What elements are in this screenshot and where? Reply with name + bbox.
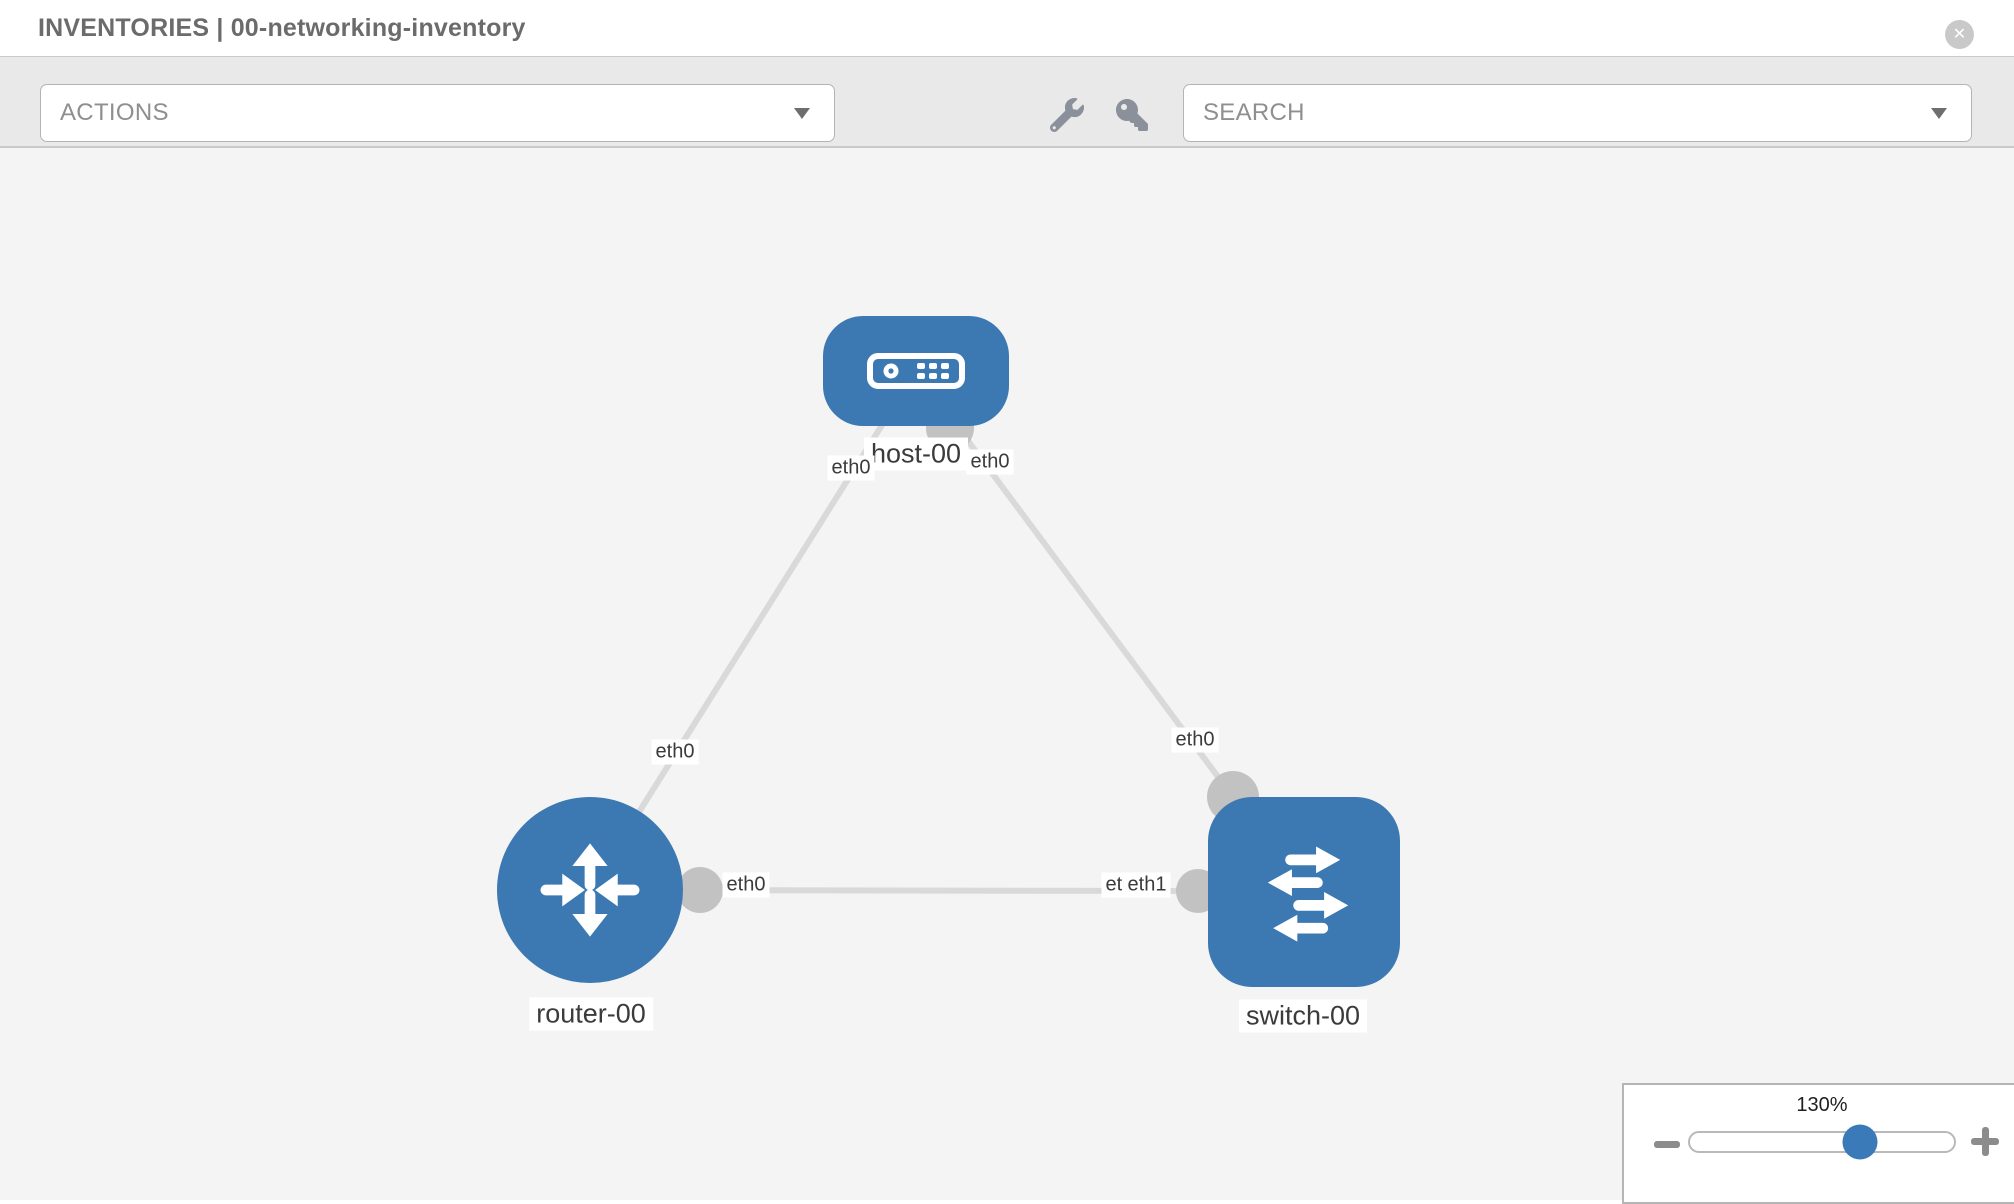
node-switch-00[interactable] xyxy=(1208,797,1400,987)
minus-icon xyxy=(1654,1141,1680,1148)
zoom-slider-knob[interactable] xyxy=(1842,1124,1878,1160)
interface-label: eth0 xyxy=(827,455,875,481)
interface-label: eth0 xyxy=(722,872,770,898)
host-icon xyxy=(867,353,965,389)
plus-icon xyxy=(1981,1127,1989,1156)
wrench-icon xyxy=(1050,98,1084,132)
node-label-router-00: router-00 xyxy=(529,997,653,1031)
interface-label: eth0 xyxy=(1171,727,1219,753)
zoom-panel: 130% xyxy=(1622,1083,2014,1204)
node-label-host-00: host-00 xyxy=(863,437,969,471)
header: INVENTORIES | 00-networking-inventory ✕ xyxy=(0,0,2014,57)
zoom-slider-track[interactable] xyxy=(1688,1124,1956,1160)
switch-icon xyxy=(1267,846,1349,942)
node-label-switch-00: switch-00 xyxy=(1238,999,1368,1033)
actions-dropdown[interactable]: ACTIONS xyxy=(40,84,835,142)
node-router-00[interactable] xyxy=(497,797,683,983)
toolbar: ACTIONS SEARCH xyxy=(0,57,2014,148)
zoom-out-button[interactable] xyxy=(1652,1129,1682,1159)
key-button[interactable] xyxy=(1116,97,1152,133)
close-icon: ✕ xyxy=(1952,25,1967,43)
zoom-in-button[interactable] xyxy=(1969,1125,2001,1157)
interface-label: eth1 xyxy=(1123,872,1171,898)
chevron-down-icon xyxy=(1931,108,1947,119)
page-title: INVENTORIES | 00-networking-inventory xyxy=(38,14,526,42)
chevron-down-icon xyxy=(794,108,810,119)
router-icon xyxy=(540,843,640,937)
interface-label: eth0 xyxy=(651,739,699,765)
search-dropdown[interactable]: SEARCH xyxy=(1183,84,1972,142)
node-host-00[interactable] xyxy=(823,316,1009,426)
wrench-button[interactable] xyxy=(1050,97,1086,133)
key-icon xyxy=(1116,99,1148,131)
close-button[interactable]: ✕ xyxy=(1945,20,1974,49)
search-dropdown-label: SEARCH xyxy=(1203,99,1305,126)
zoom-level: 130% xyxy=(1796,1094,1848,1116)
topology-links-layer xyxy=(587,369,1259,913)
interface-label: eth0 xyxy=(966,449,1014,475)
interface-dot xyxy=(677,867,723,913)
topology-canvas[interactable]: host-00 router-00 switch-00 eth0 eth0 eth0 e… xyxy=(0,148,2014,1200)
actions-dropdown-label: ACTIONS xyxy=(60,99,169,126)
